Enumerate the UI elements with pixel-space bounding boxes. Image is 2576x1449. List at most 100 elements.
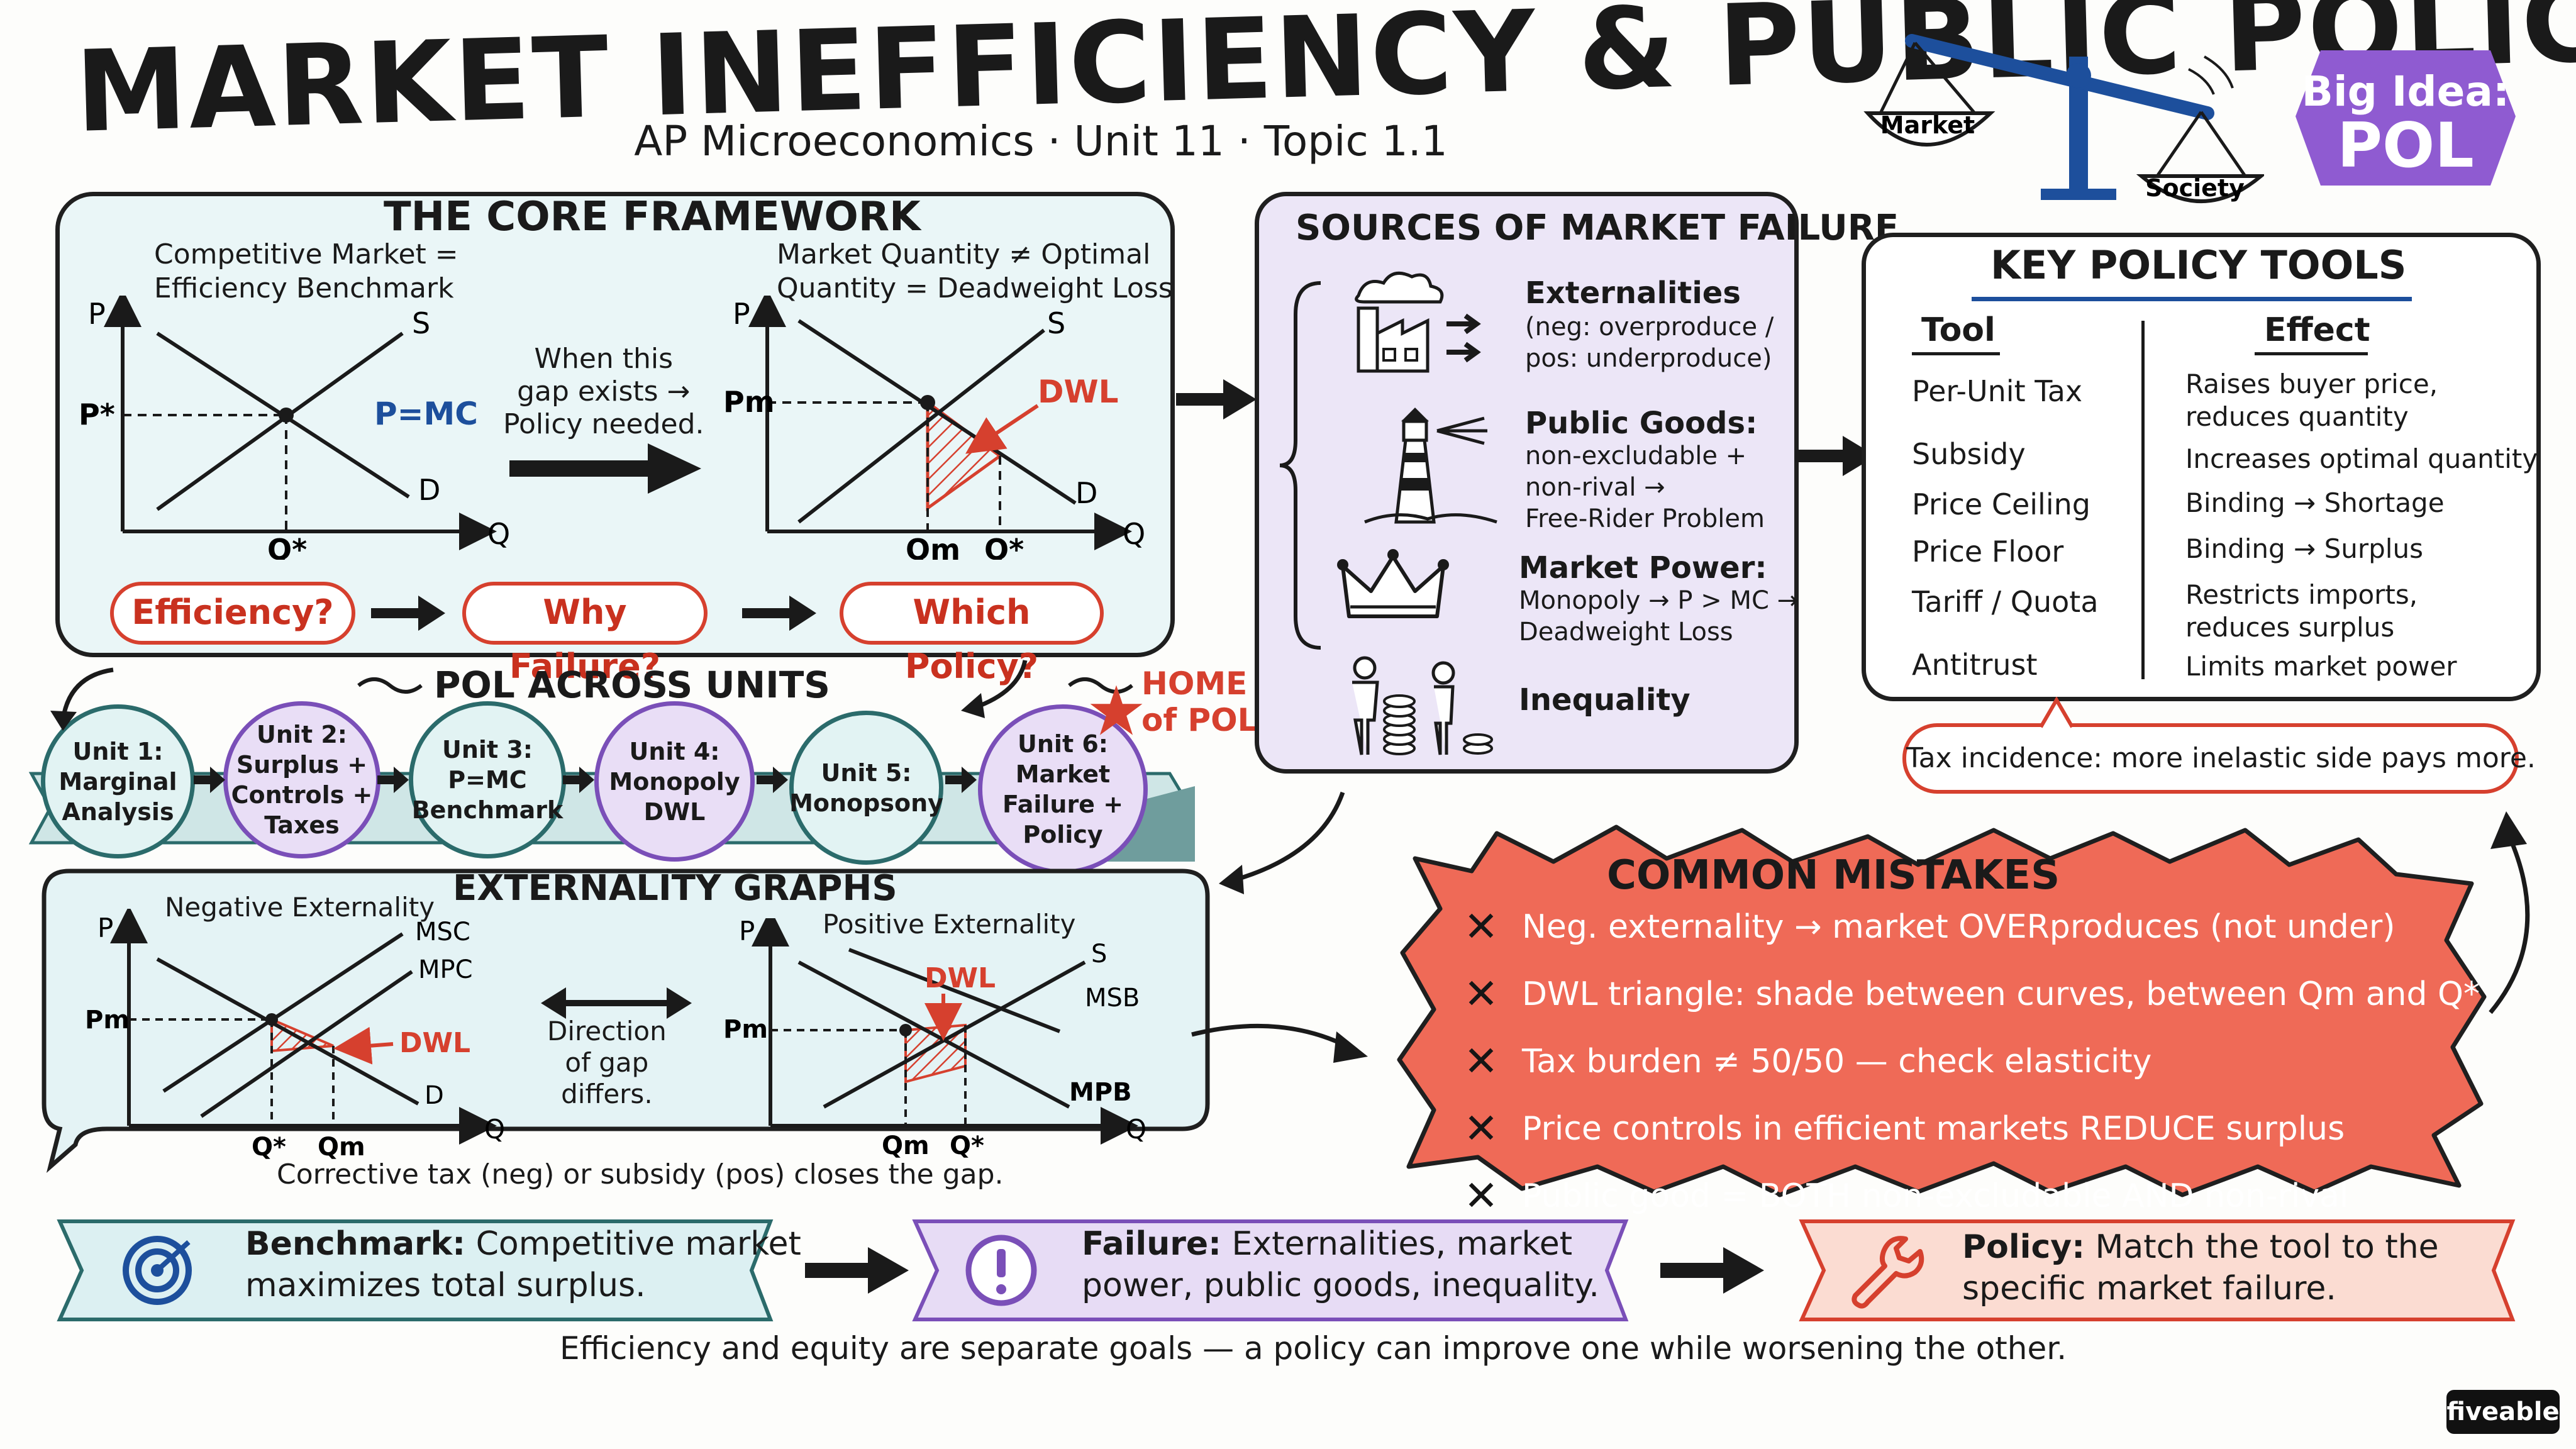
label-qm: Qm bbox=[318, 1133, 365, 1160]
policy-text: Policy: Match the tool to the specific m… bbox=[1962, 1228, 2439, 1307]
pill-why-failure: Why Failure? bbox=[462, 582, 708, 686]
home-of-pol-label: HOME of POL bbox=[1141, 665, 1258, 738]
label-qstar: Q* bbox=[252, 1133, 286, 1160]
label-pm: Pm bbox=[85, 1006, 130, 1035]
deadweight-loss-graph: P Q S D Pm Qm Q* DWL bbox=[723, 296, 1145, 560]
source-externalities-desc: (neg: overproduce / pos: underproduce) bbox=[1525, 313, 1774, 373]
policy-tools-panel bbox=[1862, 233, 2541, 701]
badge-line2: POL bbox=[2337, 110, 2474, 182]
page-subtitle: AP Microeconomics · Unit 11 · Topic 1.1 bbox=[634, 117, 1448, 165]
effect-price-floor: Binding → Surplus bbox=[2185, 533, 2423, 564]
label-dwl: DWL bbox=[924, 962, 996, 994]
tools-heading: KEY POLICY TOOLS bbox=[1990, 242, 2407, 288]
arrow-icon bbox=[509, 443, 701, 494]
axis-p: P bbox=[733, 297, 750, 331]
mistake-item: ✕Price controls in efficient markets RED… bbox=[1459, 1104, 2480, 1153]
label-pstar: P* bbox=[79, 397, 115, 431]
pill-efficiency: Efficiency? bbox=[110, 582, 355, 645]
curve-msb: MSB bbox=[1085, 984, 1140, 1013]
effect-per-unit-tax: Raises buyer price, reduces quantity bbox=[2185, 369, 2438, 432]
source-inequality-title: Inequality bbox=[1519, 682, 1690, 718]
tax-incidence-note: Tax incidence: more inelastic side pays … bbox=[1902, 723, 2536, 794]
arrow-icon bbox=[805, 1247, 909, 1294]
arrow-icon bbox=[1176, 379, 1257, 419]
arrow-icon bbox=[1660, 1247, 1764, 1294]
effect-antitrust: Limits market power bbox=[2185, 651, 2457, 682]
balance-scale-icon: Market Society bbox=[1863, 34, 2264, 203]
core-heading: THE CORE FRAMEWORK bbox=[384, 194, 921, 240]
mistake-item: ✕Public good = BOTH non-excludable AND n… bbox=[1459, 1172, 2480, 1220]
arrow-icon bbox=[194, 767, 225, 793]
core-left-caption: Competitive Market = Efficiency Benchmar… bbox=[154, 238, 458, 304]
crown-icon bbox=[1337, 549, 1449, 618]
arrow-icon bbox=[757, 767, 788, 793]
axis-q: Q bbox=[1126, 1114, 1146, 1145]
axis-q: Q bbox=[487, 517, 510, 551]
label-p-equals-mc: P=MC bbox=[374, 396, 478, 432]
tool-price-ceiling: Price Ceiling bbox=[1912, 487, 2090, 521]
curved-arrow bbox=[2489, 811, 2530, 1014]
unit-2-circle: Unit 2: Surplus + Controls + Taxes bbox=[223, 701, 380, 858]
benchmark-banner bbox=[57, 1219, 774, 1321]
unit-3-circle: Unit 3: P=MC Benchmark bbox=[409, 701, 566, 858]
unit-5-circle: Unit 5: Monopsony bbox=[789, 711, 943, 865]
tools-col-effect-underline bbox=[2255, 352, 2368, 355]
tool-subsidy: Subsidy bbox=[1912, 437, 2026, 471]
competitive-market-graph: P Q S D P* Q* P=MC bbox=[79, 296, 510, 560]
squiggle-decoration bbox=[357, 677, 1133, 694]
tool-antitrust: Antitrust bbox=[1912, 648, 2038, 682]
source-externalities-title: Externalities bbox=[1525, 275, 1741, 311]
source-market-power-desc: Monopoly → P > MC → Deadweight Loss bbox=[1519, 586, 1799, 647]
label-pm: Pm bbox=[723, 1015, 768, 1044]
pos-externality-title: Positive Externality bbox=[823, 909, 1076, 940]
curve-d: D bbox=[418, 473, 440, 507]
axis-q: Q bbox=[1123, 517, 1145, 551]
arrow-icon bbox=[563, 767, 594, 793]
curved-arrow bbox=[1191, 1023, 1368, 1063]
unit-4-circle: Unit 4: Monopoly DWL bbox=[594, 701, 755, 862]
sources-panel bbox=[1255, 192, 1799, 774]
curve-msc: MSC bbox=[415, 918, 470, 947]
star-icon bbox=[1090, 685, 1143, 735]
arrow-icon bbox=[377, 767, 409, 793]
label-dwl: DWL bbox=[1038, 374, 1119, 410]
exclamation-icon bbox=[965, 1235, 1037, 1306]
effect-tariff-quota: Restricts imports, reduces surplus bbox=[2185, 579, 2418, 643]
brand-logo: fiveable bbox=[2446, 1390, 2560, 1434]
label-qm: Qm bbox=[906, 533, 960, 560]
unit-1-circle: Unit 1: Marginal Analysis bbox=[41, 704, 195, 858]
label-qstar: Q* bbox=[267, 533, 307, 560]
label-dwl: DWL bbox=[399, 1027, 470, 1059]
arrow-icon bbox=[1796, 436, 1876, 476]
bottom-line: Efficiency and equity are separate goals… bbox=[560, 1330, 2067, 1367]
arrow-icon bbox=[945, 767, 977, 793]
curved-arrow bbox=[50, 667, 114, 731]
source-public-goods-desc: non-excludable + non-rival → Free-Rider … bbox=[1525, 441, 1765, 533]
curve-d: D bbox=[1075, 476, 1097, 510]
label-qstar: Q* bbox=[984, 533, 1024, 560]
unit-6-circle: Unit 6: Market Failure + Policy bbox=[978, 704, 1148, 874]
axis-p: P bbox=[88, 297, 106, 331]
label-qm: Qm bbox=[882, 1131, 930, 1160]
axis-p: P bbox=[739, 918, 755, 947]
positive-externality-graph: P Q S MSB MPB Pm Qm Q* DWL bbox=[723, 918, 1146, 1160]
mistakes-heading: COMMON MISTAKES bbox=[1607, 852, 2060, 899]
lighthouse-icon bbox=[1364, 408, 1497, 524]
failure-banner bbox=[912, 1219, 1629, 1321]
mistake-item: ✕DWL triangle: shade between curves, bet… bbox=[1459, 970, 2480, 1018]
units-heading: POL ACROSS UNITS bbox=[434, 663, 831, 706]
x-mark-icon: ✕ bbox=[1463, 970, 1499, 1018]
source-public-goods-title: Public Goods: bbox=[1525, 406, 1758, 441]
big-idea-badge: Big Idea: POL bbox=[2296, 50, 2516, 186]
double-arrow-icon bbox=[541, 987, 692, 1019]
badge-line1: Big Idea: bbox=[2302, 67, 2510, 116]
factory-icon bbox=[1355, 271, 1481, 373]
curve-mpc: MPC bbox=[418, 955, 473, 984]
curve-d: D bbox=[425, 1081, 444, 1110]
tools-col-effect: Effect bbox=[2264, 311, 2370, 349]
curved-arrow bbox=[961, 660, 1028, 718]
tools-heading-underline bbox=[1972, 297, 2412, 301]
tool-per-unit-tax: Per-Unit Tax bbox=[1912, 374, 2083, 408]
mistake-item: ✕Tax burden ≠ 50/50 — check elasticity bbox=[1459, 1037, 2480, 1085]
x-mark-icon: ✕ bbox=[1463, 1037, 1499, 1085]
